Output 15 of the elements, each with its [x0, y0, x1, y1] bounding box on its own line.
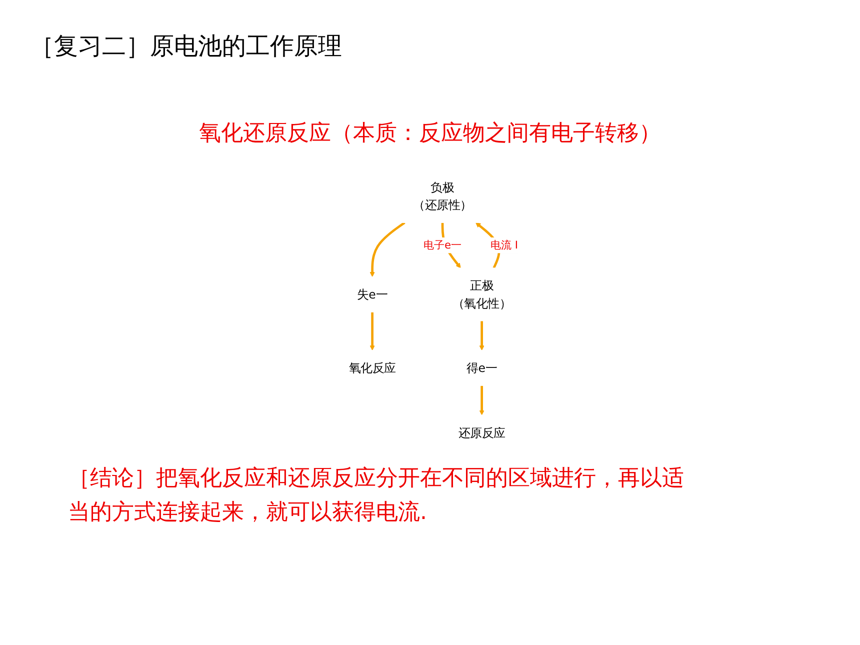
node-text: 得e一: [466, 360, 498, 375]
slide-title: ［复习二］原电池的工作原理: [30, 31, 342, 62]
arrow: [479, 386, 484, 416]
edge-label: 电子e一: [423, 239, 462, 252]
node-text: 失e一: [356, 287, 388, 302]
edge-label: 电流 I: [490, 239, 518, 252]
node-text: 氧化反应: [348, 360, 396, 375]
arrow: [370, 222, 406, 277]
arrow: [370, 312, 375, 351]
conclusion-text: ［结论］把氧化反应和还原反应分开在不同的区域进行，再以适当的方式连接起来，就可以获得电流.: [68, 465, 685, 527]
node-text: 正极 （氧化性）: [452, 278, 512, 310]
node-text: 负极 （还原性）: [413, 180, 472, 212]
arrow: [479, 320, 484, 351]
node-text: 还原反应: [458, 426, 506, 440]
subtitle-text: 氧化还原反应（本质：反应物之间有电子转移）: [198, 120, 662, 148]
